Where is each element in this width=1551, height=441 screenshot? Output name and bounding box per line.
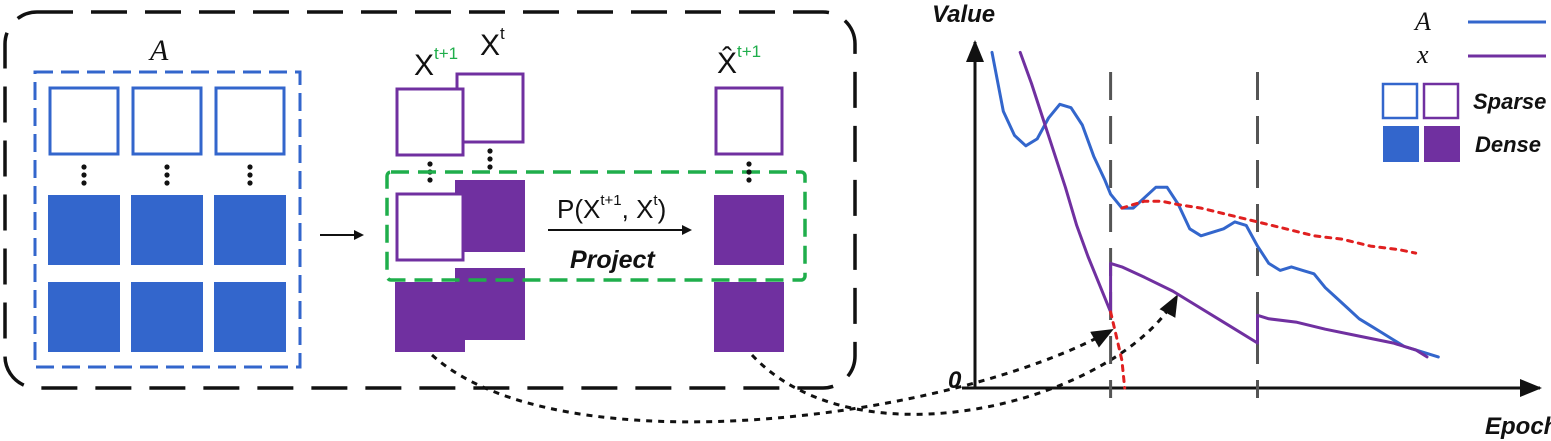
left-panel: A Xt+1 Xt [3, 10, 857, 390]
dense-block [131, 282, 203, 352]
dense-block [131, 195, 203, 265]
sparse-block [455, 72, 525, 144]
matrix-A-label: A [148, 34, 169, 67]
dense-block [48, 195, 120, 265]
vertical-ellipsis-dots [746, 161, 752, 183]
dense-block [48, 282, 120, 352]
legend-dense-blue [1383, 126, 1419, 162]
x-cur-label: Xt [480, 24, 505, 62]
series-line-3 [1120, 199, 1418, 255]
legend-label-A: A [1413, 7, 1431, 36]
y-axis-label: Value [932, 1, 995, 28]
sparse-block [395, 87, 465, 157]
series-line-1 [990, 50, 1440, 359]
xhat-stack [714, 86, 784, 352]
x-cur-stack [455, 72, 525, 340]
dense-block [714, 195, 784, 265]
series-line-2 [1018, 50, 1429, 359]
xhat-label: X̂t+1 [717, 42, 761, 80]
sparse-block [714, 86, 784, 156]
series-layer [990, 50, 1440, 390]
origin-label: 0 [948, 367, 962, 394]
mapping-arrows [430, 294, 1179, 424]
matrix-A-frame [33, 70, 302, 369]
phase-boundaries [1109, 72, 1259, 398]
sparse-block [48, 86, 120, 156]
x-next-stack [395, 87, 465, 352]
sparse-block [395, 192, 465, 262]
mapping-arrow-x [430, 328, 1114, 424]
legend-label-x: x [1416, 40, 1429, 69]
matrix-A-blocks [48, 86, 286, 352]
legend-sparse-blue [1381, 82, 1419, 120]
dense-block [455, 268, 525, 340]
sparse-block [214, 86, 286, 156]
x-axis-label: Epoch [1485, 413, 1551, 440]
x-next-label: Xt+1 [414, 44, 458, 82]
mapping-arrow-xhat [750, 294, 1179, 416]
legend-sparse-purple [1422, 82, 1460, 120]
sparse-block [131, 86, 203, 156]
dense-block [395, 282, 465, 352]
dense-block [455, 180, 525, 252]
dense-block [714, 282, 784, 352]
panel-frame [3, 10, 857, 390]
dense-block [214, 195, 286, 265]
legend-label-sparse: Sparse [1473, 89, 1546, 114]
legend-label-dense: Dense [1475, 132, 1541, 157]
projection-selection-box [385, 170, 807, 282]
dense-block [214, 282, 286, 352]
projection-formula: P(Xt+1, Xt) [557, 192, 666, 224]
vertical-ellipsis-dots [81, 164, 253, 186]
projection-label: Project [570, 246, 656, 274]
legend: A x Sparse Dense [1381, 7, 1546, 162]
legend-dense-purple [1424, 126, 1460, 162]
chart: Value Epoch 0 [932, 1, 1551, 440]
series-line-4 [1109, 310, 1127, 390]
